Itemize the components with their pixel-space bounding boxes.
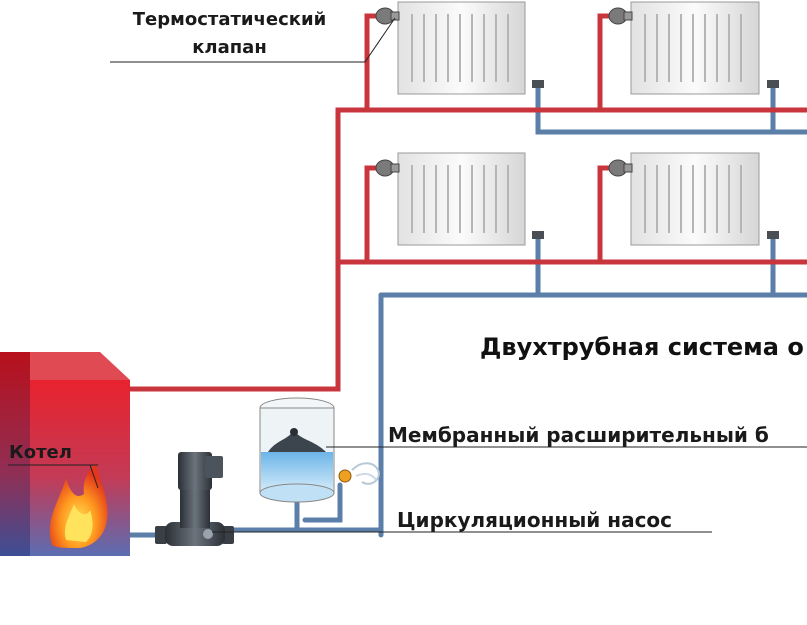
pump-label: Циркуляционный насос bbox=[397, 508, 673, 532]
return-pipes bbox=[127, 82, 807, 538]
leader-lines bbox=[110, 17, 807, 533]
expansion-tank-label: Мембранный расширительный б bbox=[388, 423, 769, 447]
pump-icon bbox=[155, 452, 234, 546]
boiler-leader-tick bbox=[89, 464, 99, 489]
return-valve-icon bbox=[532, 80, 779, 239]
expansion-tank-icon bbox=[259, 397, 380, 503]
flame-icon bbox=[49, 462, 108, 548]
thermostatic-valve-label: Термостатический клапан bbox=[132, 9, 327, 58]
diagram-title: Двухтрубная система о bbox=[480, 333, 804, 361]
boiler-label: Котел bbox=[9, 442, 72, 463]
radiator-bottom-left bbox=[397, 152, 526, 246]
radiator-top-right bbox=[630, 1, 760, 95]
thermostatic-valve-icon bbox=[375, 7, 633, 177]
radiator-bottom-right bbox=[630, 152, 760, 246]
radiator-top-left bbox=[397, 1, 526, 95]
thermostatic-valve-leader bbox=[110, 17, 396, 63]
